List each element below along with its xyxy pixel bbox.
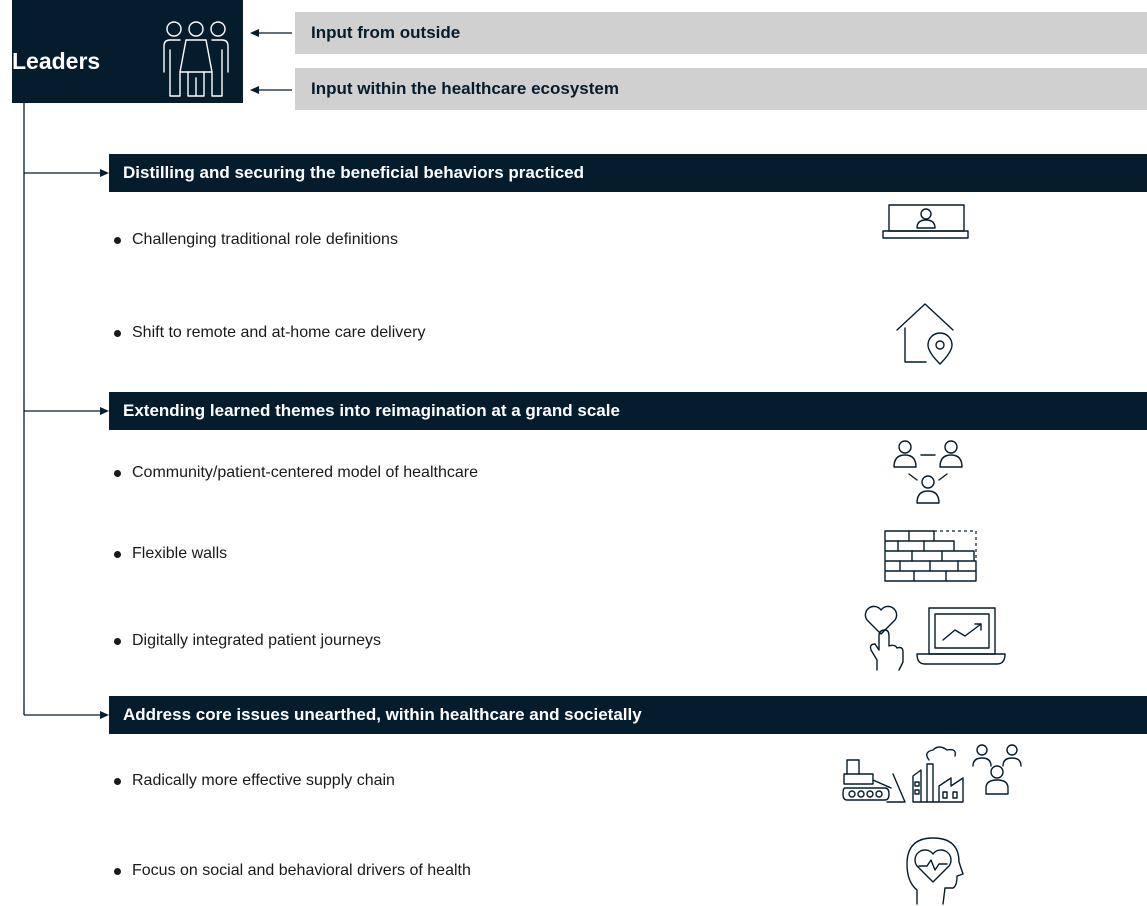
- list-item: Challenging traditional role definitions: [114, 231, 398, 249]
- bullet: [114, 236, 121, 244]
- home-location-icon: [896, 303, 954, 365]
- list-item-label: Shift to remote and at-home care deliver…: [132, 324, 426, 341]
- bulldozer-icon: [842, 759, 906, 803]
- bullet: [114, 329, 121, 337]
- supply-chain-icon: [842, 744, 1022, 803]
- brick-wall-icon: [884, 530, 977, 582]
- input-from-outside-bar: Input from outside: [295, 12, 1147, 54]
- head-heartbeat-icon: [906, 837, 964, 905]
- bullet: [114, 469, 121, 477]
- arrow-left-icon: [250, 86, 292, 94]
- factory-icon: [912, 746, 964, 803]
- laptop-user-icon: [882, 204, 969, 239]
- arrow-left-icon: [250, 29, 292, 37]
- arrow-right-icon: [24, 169, 109, 177]
- bullet: [114, 550, 121, 558]
- input-from-outside-label: Input from outside: [311, 23, 461, 42]
- bullet: [114, 867, 121, 875]
- bullet: [114, 637, 121, 645]
- list-item: Shift to remote and at-home care deliver…: [114, 324, 425, 342]
- digital-health-icon: [864, 605, 1006, 671]
- leaders-label: Leaders: [12, 48, 101, 74]
- people-group-icon: [163, 21, 229, 97]
- section-bar-address: Address core issues unearthed, within he…: [109, 696, 1147, 734]
- list-item-label: Flexible walls: [132, 545, 228, 562]
- input-arrows: [250, 29, 292, 94]
- section-connectors: [23, 103, 109, 719]
- arrow-right-icon: [24, 711, 109, 719]
- section-title: Extending learned themes into reimaginat…: [123, 401, 620, 420]
- list-item-label: Community/patient-centered model of heal…: [132, 464, 478, 481]
- section-title: Distilling and securing the beneficial b…: [123, 163, 585, 182]
- section-bar-distilling: Distilling and securing the beneficial b…: [109, 154, 1147, 192]
- list-item-label: Radically more effective supply chain: [132, 772, 395, 789]
- people-icon: [972, 744, 1022, 795]
- list-item: Flexible walls: [114, 545, 227, 563]
- list-item: Focus on social and behavioral drivers o…: [114, 862, 471, 880]
- input-within-ecosystem-label: Input within the healthcare ecosystem: [311, 79, 619, 98]
- section-bar-extending: Extending learned themes into reimaginat…: [109, 392, 1147, 430]
- list-item: Digitally integrated patient journeys: [114, 632, 381, 650]
- community-network-icon: [893, 440, 963, 504]
- list-item-label: Focus on social and behavioral drivers o…: [132, 862, 471, 879]
- bullet: [114, 777, 121, 785]
- list-item-label: Digitally integrated patient journeys: [132, 632, 382, 649]
- section-title: Address core issues unearthed, within he…: [123, 705, 642, 724]
- list-item: Community/patient-centered model of heal…: [114, 464, 478, 482]
- input-within-ecosystem-bar: Input within the healthcare ecosystem: [295, 68, 1147, 110]
- list-item-label: Challenging traditional role definitions: [132, 231, 398, 248]
- list-item: Radically more effective supply chain: [114, 772, 395, 790]
- arrow-right-icon: [24, 407, 109, 415]
